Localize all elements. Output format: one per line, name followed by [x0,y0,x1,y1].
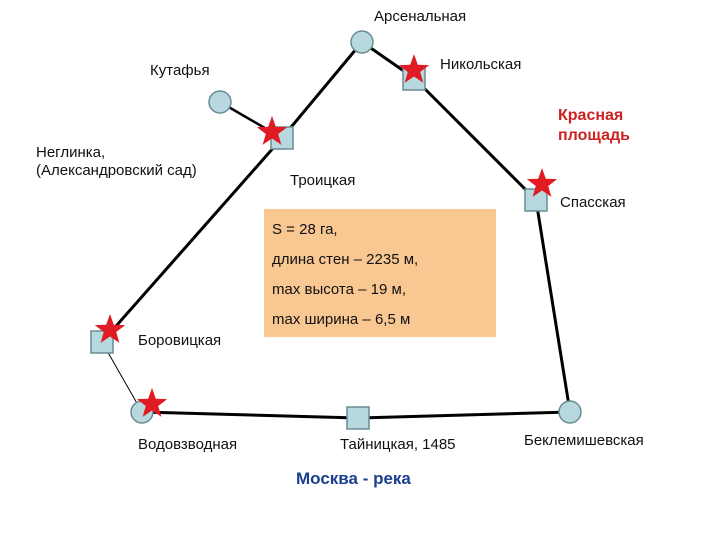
label-arsenalnaya: Арсенальная [374,8,467,25]
tower-kutafya-marker [208,90,232,114]
info-wall-length: длина стен – 2235 м, [272,251,419,268]
star-nikolskaya-icon [398,54,430,83]
label-kutafya: Кутафья [150,62,210,79]
wall-beklemishevskaya-tainitskaya [357,410,571,420]
label-moscow-river: Москва - река [296,469,411,488]
label-neglinka: Неглинка, (Александровский сад) [36,144,197,179]
label-beklemishevskaya: Беклемишевская [524,432,644,449]
info-max-height: max высота – 19 м, [272,281,406,298]
info-area: S = 28 га, [272,221,338,238]
tower-arsenalnaya-marker [350,30,374,54]
info-box: S = 28 га, длина стен – 2235 м, max высо… [264,209,496,337]
tower-beklemishevskaya-marker [558,400,582,424]
star-spasskaya-icon [526,168,558,197]
star-troitskaya-icon [256,116,288,145]
wall-spasskaya-beklemishevskaya [534,199,572,413]
info-max-width: max ширина – 6,5 м [272,311,411,328]
label-nikolskaya: Никольская [440,56,522,73]
wall-tainitskaya-vodovzvodnaya [141,410,359,420]
label-red-square: Красная площадь [558,107,630,144]
label-vodovzvodnaya: Водовзводная [138,436,238,453]
star-vodovzvodnaya-icon [136,388,168,417]
tower-tainitskaya-marker [346,406,370,430]
label-spasskaya: Спасская [560,194,626,211]
label-tainitskaya: Тайницкая, 1485 [340,436,456,453]
label-borovitskaya: Боровицкая [138,332,222,349]
wall-troitskaya-arsenalnaya [280,41,364,139]
stars-group [94,54,558,417]
star-borovitskaya-icon [94,314,126,343]
wall-nikolskaya-spasskaya [412,76,538,202]
label-troitskaya: Троицкая [290,172,356,189]
wall-troitskaya-borovitskaya [100,137,284,343]
